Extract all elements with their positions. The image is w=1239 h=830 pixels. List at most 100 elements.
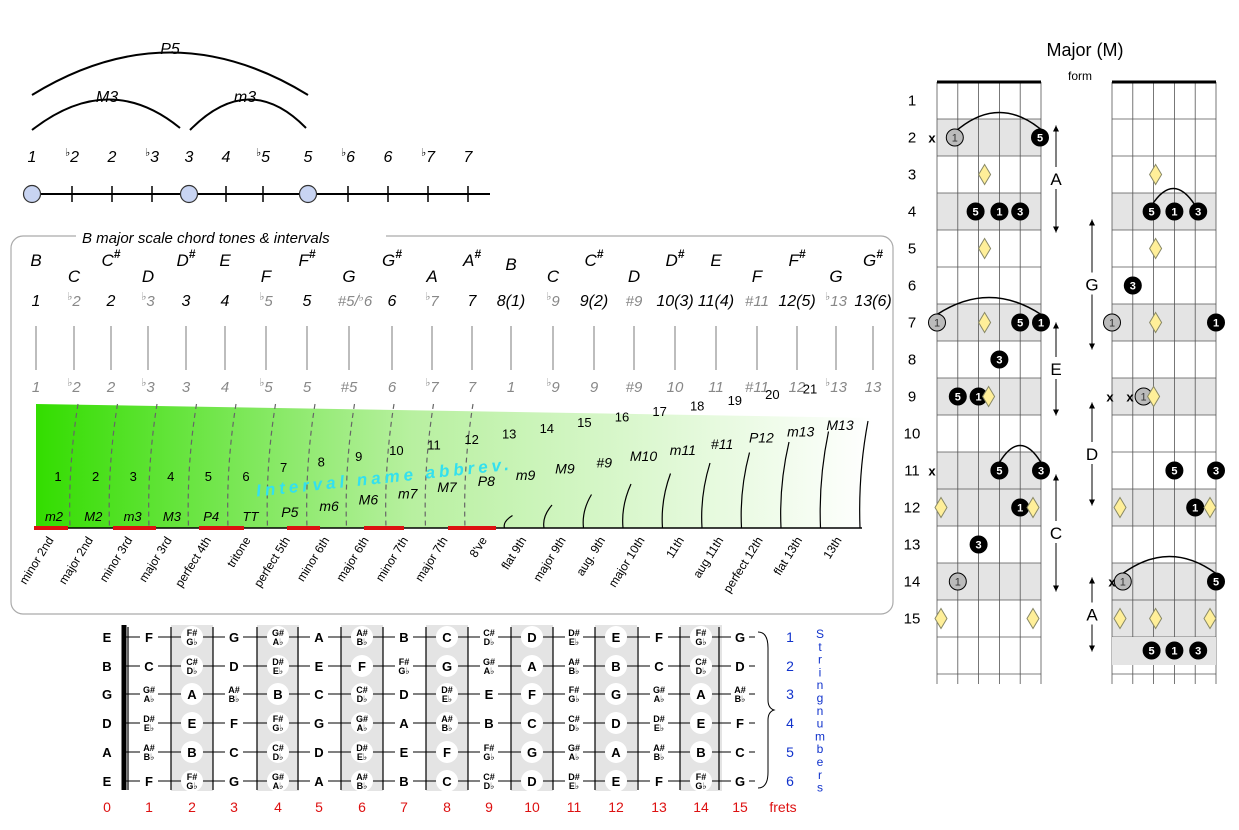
scale-diamond [1149, 607, 1163, 630]
dot-label: 3 [996, 355, 1002, 367]
note-bubble [436, 626, 458, 648]
vertical-label-char: g [817, 691, 824, 705]
scale-note: C [68, 267, 81, 286]
fret-note: C [442, 774, 452, 789]
chord-dot [1011, 202, 1030, 221]
note-sharp: G# [143, 685, 155, 695]
dot-label: 3 [1017, 207, 1023, 219]
note-bg [140, 685, 158, 703]
note-bg [565, 714, 583, 732]
interval-name: perfect 5th [251, 534, 293, 590]
interval-name: major 7th [412, 534, 450, 584]
scale-diamond [978, 311, 992, 334]
arrow-up [1089, 219, 1095, 226]
interval-abbrev: M13 [826, 417, 853, 433]
range-label: A [1086, 606, 1098, 625]
interval-abbrev: M10 [630, 448, 657, 464]
open-string-note: D [102, 716, 111, 731]
note-bubble [605, 626, 627, 648]
dot-label: 1 [1213, 318, 1219, 330]
dot-label: 5 [1171, 466, 1177, 478]
semitone-count: 16 [615, 410, 629, 425]
range-label: A [1050, 170, 1062, 189]
interval-name: tritone [224, 534, 254, 570]
interval-name: major 6th [333, 534, 371, 584]
chord-fret-number: 4 [908, 204, 916, 221]
note-bubble [267, 626, 289, 648]
arc-label-p5: P5 [160, 41, 180, 58]
vertical-label-char: n [817, 704, 824, 718]
scale-degree: 5 [303, 293, 312, 310]
note-flat: A♭ [357, 723, 368, 733]
scale-degree: 2 [106, 293, 116, 310]
fret-note: B [696, 745, 705, 760]
interval-column-line [306, 403, 316, 529]
note-sharp: F# [484, 743, 495, 753]
interval-column-line [622, 483, 632, 529]
note-bg [731, 685, 749, 703]
lower-degree: 11 [708, 379, 724, 396]
note-flat: D♭ [696, 666, 707, 676]
note-bubble [351, 626, 373, 648]
note-bg [650, 657, 668, 675]
note-bubble [436, 770, 458, 792]
string-number: 4 [786, 715, 794, 731]
fret-note: E [485, 687, 494, 702]
dot-label: 1 [976, 392, 982, 404]
dot-label: 5 [1149, 646, 1155, 658]
dot-label: 3 [1213, 466, 1219, 478]
dot-label: 1 [1141, 392, 1147, 404]
semitone-count: 13 [502, 426, 516, 441]
note-flat: A♭ [273, 781, 284, 791]
interval-column-line [582, 494, 593, 529]
dot-label: 1 [1120, 577, 1126, 589]
note-flat: A♭ [654, 694, 665, 704]
fret-note: G [611, 687, 621, 702]
interval-abbrev: m13 [787, 423, 814, 439]
chord-fret-number: 11 [904, 463, 920, 480]
chord-forms-subtitle: form [1068, 69, 1092, 83]
range-label-bg [1083, 442, 1101, 464]
lower-degree: 10 [667, 379, 684, 396]
scale-diamond [1203, 496, 1217, 519]
interval-abbrev: #11 [711, 436, 733, 452]
arrow-up [1089, 402, 1095, 409]
semitone-count: 18 [690, 398, 704, 413]
scale-diamond [1147, 385, 1161, 408]
interval-column-line [543, 504, 553, 529]
lower-degree: 3 [182, 379, 191, 396]
range-label-bg [1083, 602, 1101, 625]
chord-dot [1142, 641, 1161, 660]
interval-name: aug 11th [690, 534, 726, 580]
fret-note: C [314, 687, 324, 702]
semitone-count: 20 [765, 387, 779, 402]
note-flat: B♭ [654, 752, 665, 762]
scale-note: F# [298, 247, 315, 270]
chord-dot [1186, 498, 1205, 517]
note-bg [650, 714, 668, 732]
fret-note: E [400, 745, 409, 760]
fret-note: B [399, 630, 408, 645]
open-string-note: E [103, 774, 112, 789]
fret-note: G [314, 716, 324, 731]
fret-note: F [145, 630, 153, 645]
lower-degree: ♭2 [67, 377, 81, 396]
note-bubble [521, 626, 543, 648]
chord-dot [1123, 276, 1142, 295]
fret-note: E [315, 659, 324, 674]
note-sharp: A# [356, 628, 368, 638]
fret-number: 11 [567, 799, 582, 815]
chord-dot [1207, 461, 1225, 480]
chord-dot [969, 387, 988, 406]
range-label-bg [1047, 521, 1065, 543]
note-flat: A♭ [273, 637, 284, 647]
vertical-label-char: r [818, 653, 822, 667]
scale-degree: ♭9 [546, 291, 560, 310]
panel-border [10, 235, 894, 615]
scale-diamond [1026, 607, 1040, 630]
fret-note: B [611, 659, 620, 674]
note-bg [565, 657, 583, 675]
note-sharp: C# [356, 685, 368, 695]
note-bg [225, 628, 243, 646]
note-bg [650, 743, 668, 761]
